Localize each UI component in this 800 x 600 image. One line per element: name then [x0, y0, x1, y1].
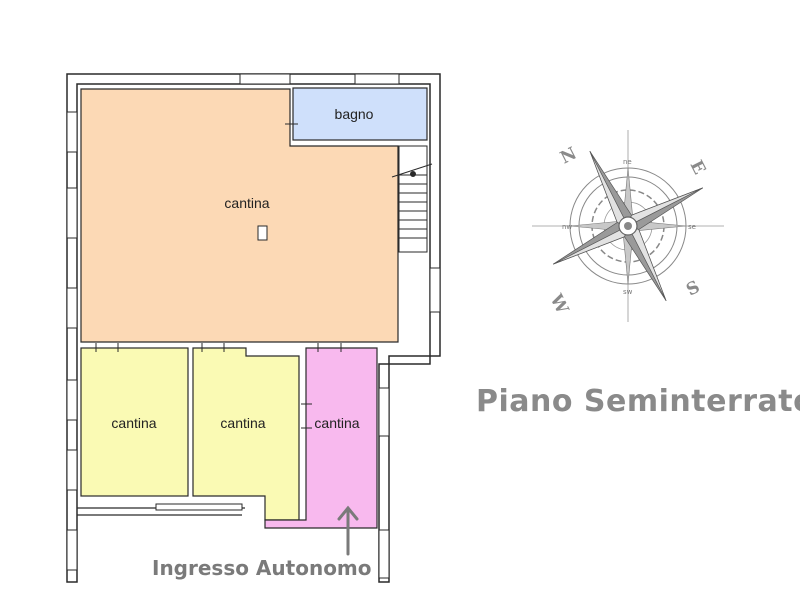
room-bagno: [292, 87, 428, 141]
compass-se-label: se: [688, 223, 696, 231]
window-marks: [66, 73, 441, 579]
floor-title: Piano Seminterrato: [476, 384, 800, 419]
compass-south-label: S: [683, 277, 703, 300]
room-cantina-2: [192, 347, 300, 521]
room-cantina-main: [80, 88, 399, 343]
staircase: [391, 145, 433, 253]
door-marks: [95, 123, 342, 429]
entrance-arrow-icon: [337, 505, 359, 556]
room-cantina-1: [80, 347, 189, 497]
compass-nw-label: nw: [562, 223, 572, 231]
compass-rose-icon: N E S W ne se sw nw: [532, 130, 724, 322]
pillar: [257, 225, 268, 241]
room-label-bagno: bagno: [335, 106, 374, 122]
room-label-cantina-3: cantina: [314, 415, 359, 431]
room-label-cantina-2: cantina: [220, 415, 265, 431]
entrance-label: Ingresso Autonomo: [152, 556, 372, 580]
room-label-cantina-1: cantina: [111, 415, 156, 431]
compass-north-label: N: [557, 144, 580, 169]
room-label-cantina-main: cantina: [224, 195, 269, 211]
room-cantina-3: [264, 347, 378, 529]
compass-west-label: W: [545, 290, 572, 318]
compass-ne-label: ne: [623, 158, 632, 166]
compass-east-label: E: [686, 157, 710, 178]
outer-wall: [66, 73, 441, 583]
compass-sw-label: sw: [623, 288, 633, 296]
